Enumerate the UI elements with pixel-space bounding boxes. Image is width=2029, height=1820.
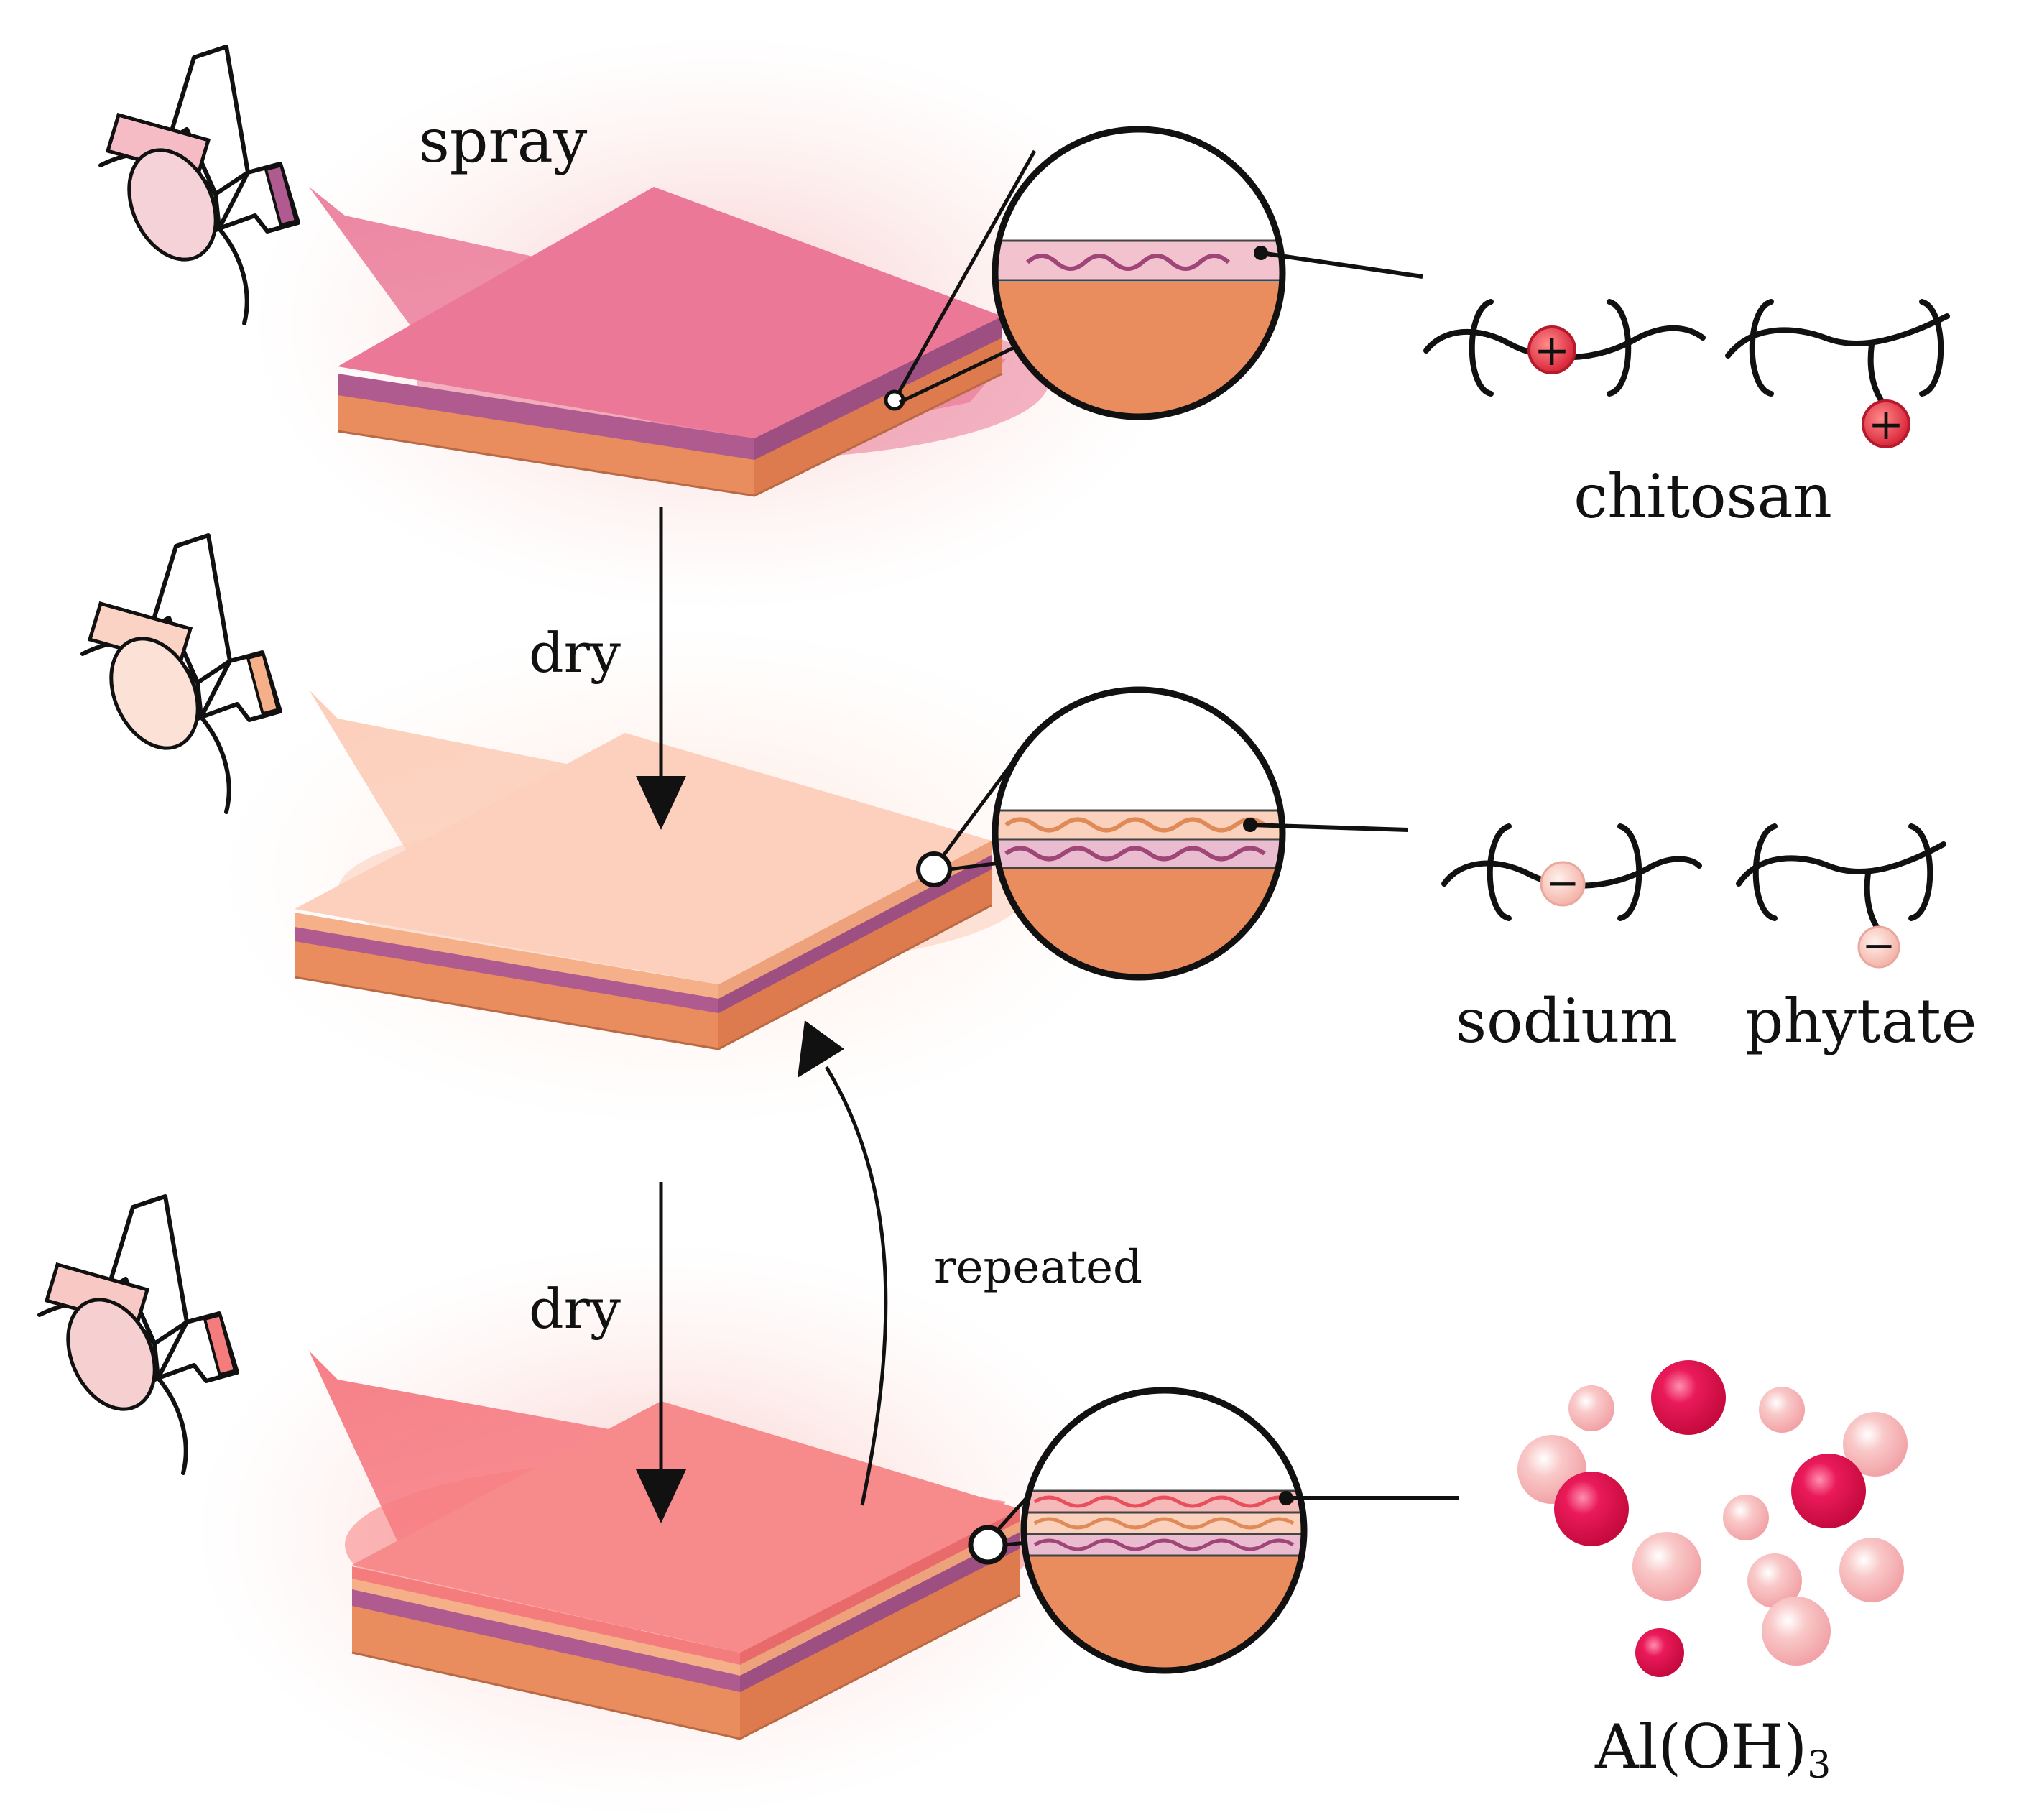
aloh3-particles [1517, 1360, 1908, 1677]
spray-bottle-icon [83, 535, 280, 812]
spray-label: spray [419, 106, 588, 176]
svg-text:−: − [1862, 923, 1896, 969]
slab-stack [337, 187, 1003, 497]
curved-arrow-icon [824, 1066, 888, 1506]
repeated-label: repeated [934, 1241, 1142, 1294]
svg-text:−: − [1546, 860, 1580, 907]
slab-stack [294, 733, 992, 1050]
panel-aloh3: Al(OH)3 dry repeated [40, 1020, 1908, 1818]
panel-chitosan: + + chitosan spray [101, 36, 1950, 611]
chitosan-structure: + + [1423, 299, 1950, 450]
spray-bottle-icon [101, 47, 298, 323]
phytate-label: phytate [1745, 986, 1977, 1056]
svg-text:+: + [1868, 399, 1904, 450]
slab-stack [351, 1401, 1021, 1740]
chitosan-label: chitosan [1573, 461, 1832, 532]
dry-label-2: dry [529, 1277, 621, 1341]
magnifier-circle-icon [1020, 1387, 1308, 1674]
sodium-label: sodium [1456, 986, 1677, 1056]
magnifier-origin [916, 851, 952, 887]
magnifier-origin [968, 1525, 1008, 1565]
aloh3-label: Al(OH)3 [1594, 1712, 1831, 1787]
dry-label-1: dry [529, 621, 621, 685]
magnifier-circle-icon [992, 686, 1286, 981]
panel-sodium-phytate: − − sodium phytate dry [83, 507, 1977, 1128]
svg-text:+: + [1534, 325, 1570, 376]
sodium-phytate-structure: − − [1441, 823, 1946, 969]
spray-bottle-icon [40, 1196, 237, 1473]
